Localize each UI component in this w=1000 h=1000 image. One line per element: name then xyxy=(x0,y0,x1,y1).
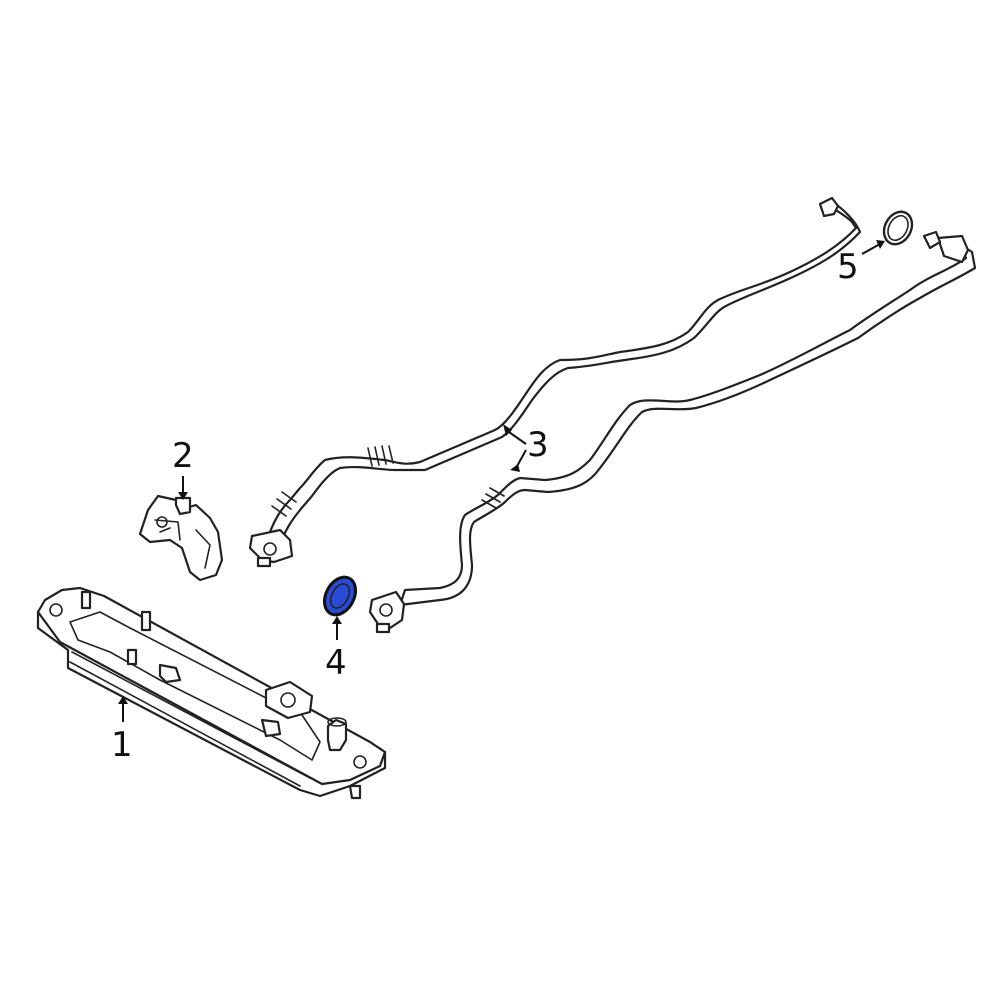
cooler-line-upper xyxy=(266,198,862,547)
upper-line-fitting xyxy=(248,528,294,564)
bracket[interactable] xyxy=(138,494,224,582)
oil-cooler[interactable] xyxy=(36,586,387,800)
callout-leaders xyxy=(118,240,885,722)
seal[interactable] xyxy=(318,572,362,620)
lower-line-top-fitting xyxy=(936,234,970,264)
upper-line-top-fitting xyxy=(818,196,840,218)
cooler-line-lower[interactable] xyxy=(398,236,977,607)
o-ring-outer xyxy=(882,210,914,246)
callout-3: 3 xyxy=(527,425,549,465)
leader-5 xyxy=(861,243,881,255)
cooler-top-plate xyxy=(36,586,387,786)
callout-4: 4 xyxy=(325,643,347,683)
o-ring[interactable] xyxy=(879,207,918,249)
callout-1: 1 xyxy=(111,725,133,765)
seal-ring xyxy=(322,575,358,617)
callout-5: 5 xyxy=(837,247,859,287)
cooler-flange xyxy=(264,680,314,720)
callout-2: 2 xyxy=(172,436,194,476)
callout-labels: 1 2 3 4 5 xyxy=(111,247,859,765)
cooler-lines[interactable] xyxy=(248,196,977,634)
lower-line-fitting xyxy=(368,590,406,630)
